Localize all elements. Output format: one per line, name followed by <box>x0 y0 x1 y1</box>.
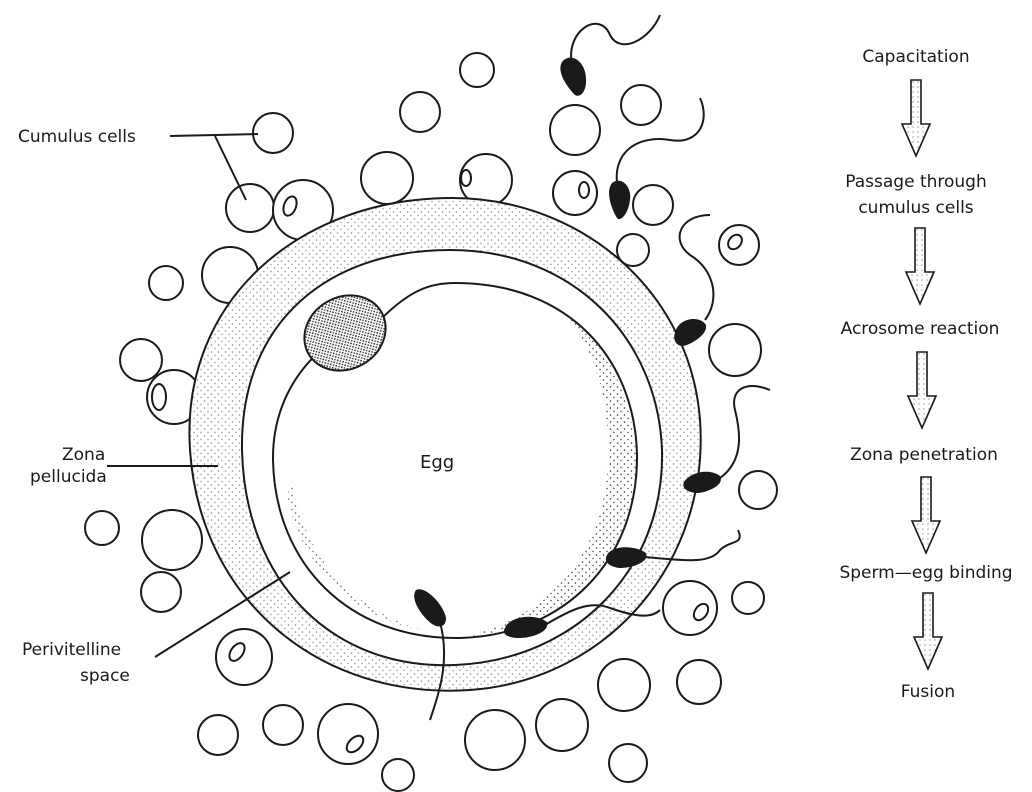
step-capacitation: Capacitation <box>862 47 969 67</box>
label-zona-line1: Zona <box>62 445 105 465</box>
down-arrow-icon <box>900 79 932 158</box>
label-cumulus-cells: Cumulus cells <box>18 127 136 147</box>
down-arrow-icon <box>912 592 944 671</box>
down-arrow-icon <box>904 227 936 306</box>
label-perivitelline-line2: space <box>80 666 130 686</box>
label-perivitelline-line1: Perivitelline <box>22 640 121 660</box>
fusing-sperm-head <box>303 294 387 372</box>
step-zona-penetration: Zona penetration <box>850 445 998 465</box>
process-flow: Capacitation Passage through cumulus cel… <box>839 47 1012 702</box>
step-passage-line1: Passage through <box>845 172 987 192</box>
step-passage-line2: cumulus cells <box>858 198 973 218</box>
label-zona-line2: pellucida <box>30 467 107 487</box>
step-sperm-egg-binding: Sperm—egg binding <box>839 563 1012 583</box>
sperm-cells <box>414 14 771 721</box>
egg <box>271 281 639 640</box>
leader-lines <box>107 133 291 658</box>
label-egg: Egg <box>420 452 454 473</box>
step-fusion: Fusion <box>901 682 955 702</box>
cumulus-cells <box>84 52 778 792</box>
step-acrosome-reaction: Acrosome reaction <box>841 319 1000 339</box>
down-arrow-icon <box>910 476 942 555</box>
down-arrow-icon <box>906 351 938 430</box>
